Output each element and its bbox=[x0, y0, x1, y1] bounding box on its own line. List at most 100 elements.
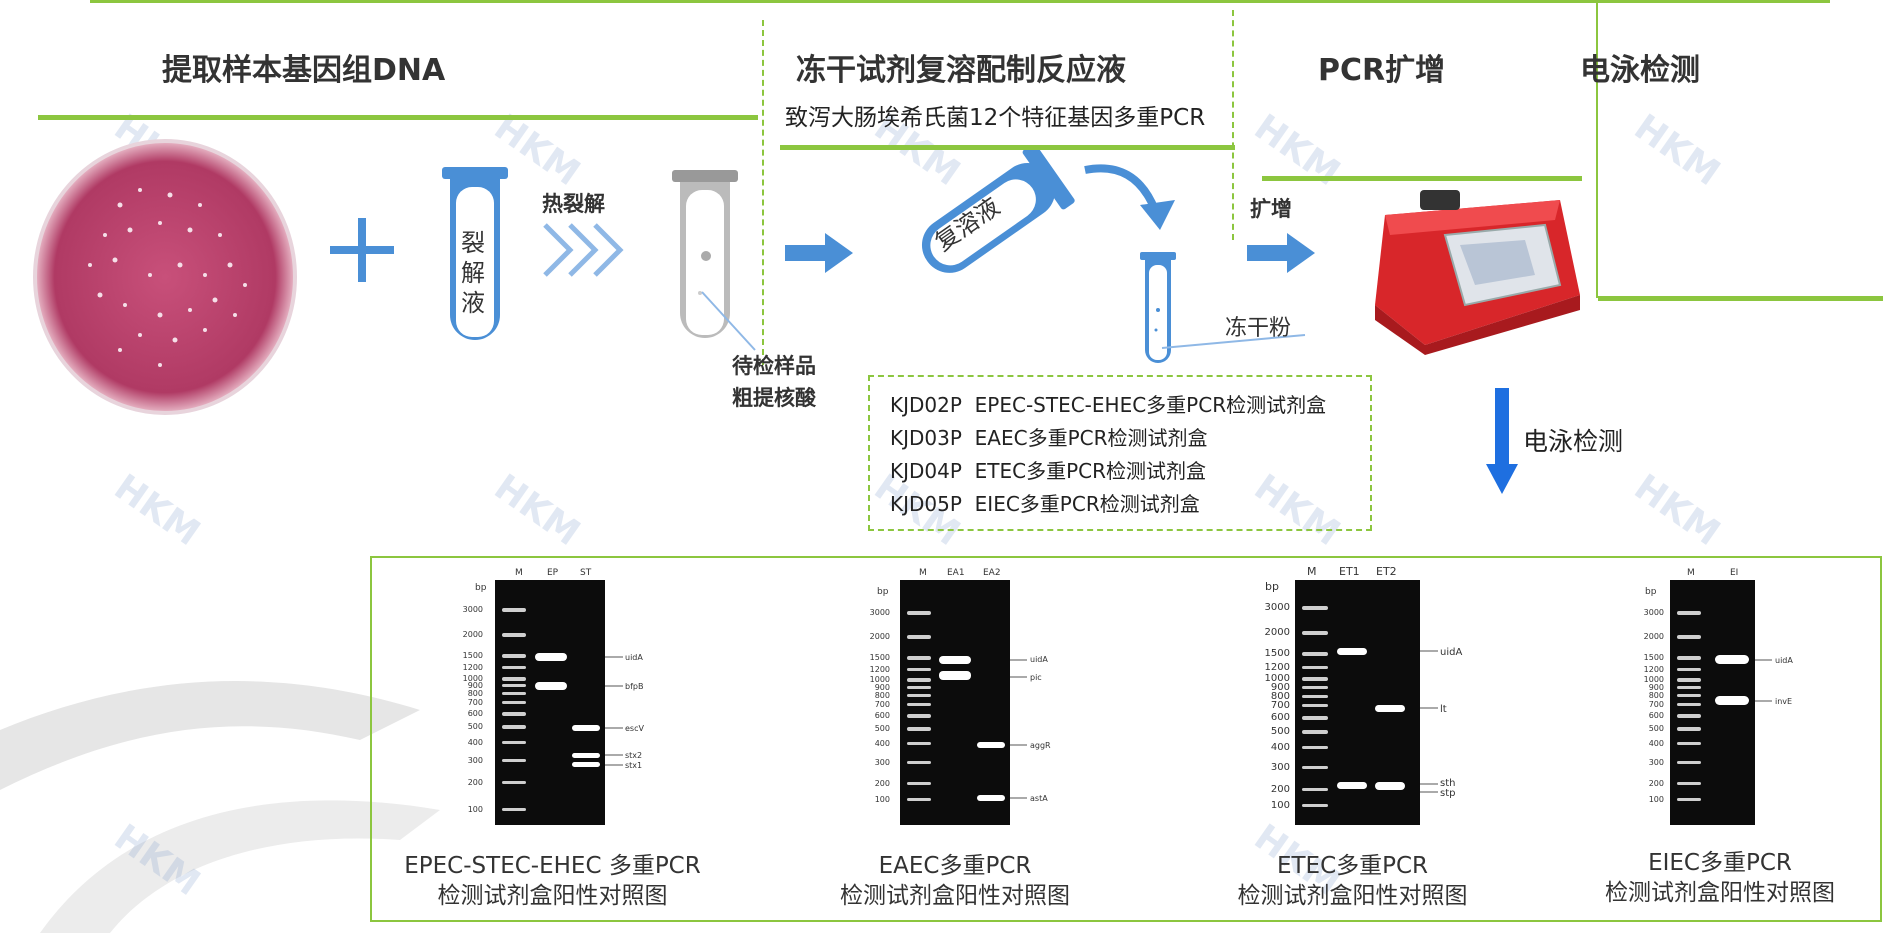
step2-subtitle: 致泻大肠埃希氏菌12个特征基因多重PCR bbox=[785, 105, 1206, 131]
sample-label-line1: 待检样品 bbox=[732, 354, 816, 378]
ladder-tick: 1000 bbox=[463, 674, 483, 683]
ladder-tick: 700 bbox=[875, 700, 890, 709]
arrow-right-icon bbox=[785, 233, 853, 273]
ladder-tick: 2000 bbox=[870, 632, 890, 641]
ladder-tick: 3000 bbox=[1265, 602, 1290, 613]
gene-label: uidA bbox=[1775, 656, 1793, 665]
pcr-machine-image bbox=[1375, 190, 1580, 355]
ladder-tick: 1200 bbox=[1265, 662, 1290, 673]
lane-label: ET1 bbox=[1339, 565, 1360, 578]
ladder-tick: 100 bbox=[1271, 800, 1290, 811]
petri-dish-image bbox=[33, 139, 297, 415]
gel-caption-line1: EIEC多重PCR bbox=[1648, 850, 1792, 876]
kit-row: KJD05P EIEC多重PCR检测试剂盒 bbox=[890, 488, 1200, 517]
top-rule bbox=[90, 0, 1830, 3]
kit-code: KJD02P bbox=[890, 393, 962, 417]
ladder-tick: 3000 bbox=[1644, 608, 1664, 617]
watermark: HKM bbox=[486, 466, 588, 555]
ladder-tick: 1500 bbox=[1265, 648, 1290, 659]
ladder-tick: 400 bbox=[468, 738, 483, 747]
gel-image: M ET1 ET2 bp 3000 2000 1500 1200 1000 90… bbox=[1265, 565, 1462, 825]
ladder-tick: 3000 bbox=[870, 608, 890, 617]
ladder-tick: 600 bbox=[468, 709, 483, 718]
lysis-tube-icon bbox=[442, 167, 508, 340]
ladder-tick: 600 bbox=[1649, 711, 1664, 720]
gel-image: M EP ST bp 3000 2000 1500 1200 1000 900 … bbox=[463, 568, 644, 825]
ladder-tick: 500 bbox=[468, 722, 483, 731]
ladder-tick: 3000 bbox=[463, 605, 483, 614]
lane-label: EP bbox=[547, 568, 559, 578]
ladder-tick: 1500 bbox=[870, 653, 890, 662]
gel-caption: EPEC-STEC-EHEC 多重PCR 检测试剂盒阳性对照图 bbox=[380, 851, 725, 911]
gene-label: uidA bbox=[1440, 647, 1462, 658]
ladder-tick: 700 bbox=[1271, 700, 1290, 711]
watermark: HKM bbox=[1246, 106, 1348, 195]
gel-image: M EI bp 3000 2000 1500 1200 1000 900 800… bbox=[1644, 568, 1793, 825]
gene-label: lt bbox=[1440, 704, 1447, 715]
gene-label: pic bbox=[1030, 673, 1042, 682]
ladder-tick: 100 bbox=[468, 805, 483, 814]
background-swoosh bbox=[0, 681, 440, 933]
ladder-tick: 200 bbox=[1649, 779, 1664, 788]
gene-label: invE bbox=[1775, 697, 1792, 706]
ladder-tick: 200 bbox=[1271, 784, 1290, 795]
pointer-line bbox=[701, 291, 756, 351]
step3-title: PCR扩增 bbox=[1318, 53, 1446, 88]
gel-results-box bbox=[370, 556, 1882, 922]
bp-label: bp bbox=[1645, 587, 1657, 597]
gene-label: stx1 bbox=[625, 761, 642, 770]
ladder-tick: 300 bbox=[1271, 762, 1290, 773]
gene-label: uidA bbox=[625, 653, 643, 662]
amplify-label: 扩增 bbox=[1250, 197, 1292, 221]
ladder-tick: 500 bbox=[1271, 726, 1290, 737]
ladder-tick: 1000 bbox=[870, 675, 890, 684]
lane-label: M bbox=[1307, 565, 1317, 578]
arrow-down-icon bbox=[1486, 464, 1518, 494]
gene-label: aggR bbox=[1030, 741, 1051, 750]
ladder-tick: 600 bbox=[1271, 712, 1290, 723]
pointer-line bbox=[1161, 334, 1306, 349]
ladder-tick: 100 bbox=[875, 795, 890, 804]
ladder-tick: 1500 bbox=[463, 651, 483, 660]
ladder-tick: 900 bbox=[875, 683, 890, 692]
ladder-tick: 800 bbox=[875, 691, 890, 700]
kit-name: EAEC多重PCR检测试剂盒 bbox=[974, 426, 1208, 450]
ladder-tick: 400 bbox=[1649, 739, 1664, 748]
ladder-tick: 200 bbox=[875, 779, 890, 788]
lane-label: ST bbox=[580, 568, 592, 578]
ladder-tick: 500 bbox=[875, 724, 890, 733]
lane-label: M bbox=[919, 568, 927, 578]
ladder-tick: 300 bbox=[468, 756, 483, 765]
kit-name: EIEC多重PCR检测试剂盒 bbox=[974, 492, 1200, 516]
ladder-labels: 3000 2000 1500 1200 1000 900 800 700 600… bbox=[463, 605, 483, 814]
lysis-tube-label: 裂解液 bbox=[461, 229, 485, 317]
kit-code: KJD04P bbox=[890, 459, 962, 483]
ladder-tick: 800 bbox=[1649, 691, 1664, 700]
bp-label: bp bbox=[877, 587, 889, 597]
gene-label: sth bbox=[1440, 778, 1455, 789]
watermark: HKM bbox=[106, 466, 208, 555]
ladder-tick: 700 bbox=[1649, 700, 1664, 709]
lane-label: M bbox=[515, 568, 523, 578]
chevrons-icon bbox=[543, 223, 624, 277]
bp-label: bp bbox=[475, 583, 487, 593]
ladder-tick: 400 bbox=[1271, 742, 1290, 753]
divider bbox=[1232, 10, 1234, 240]
kit-row: KJD02P EPEC-STEC-EHEC多重PCR检测试剂盒 bbox=[890, 389, 1326, 418]
bp-label: bp bbox=[1265, 580, 1279, 593]
ladder-tick: 2000 bbox=[1265, 627, 1290, 638]
curved-arrow-icon bbox=[1084, 164, 1175, 230]
ladder-tick: 100 bbox=[1649, 795, 1664, 804]
ladder-tick: 700 bbox=[468, 698, 483, 707]
lane-label: EA2 bbox=[983, 568, 1001, 578]
step1-underline bbox=[38, 115, 758, 120]
ladder-tick: 800 bbox=[1271, 691, 1290, 702]
kit-code: KJD03P bbox=[890, 426, 962, 450]
divider bbox=[1596, 0, 1598, 298]
step2-title: 冻干试剂复溶配制反应液 bbox=[796, 53, 1126, 88]
gel-image: M EA1 EA2 bp 3000 2000 1500 1200 1000 90… bbox=[870, 568, 1051, 825]
freeze-dried-tube-icon bbox=[1140, 252, 1176, 363]
step1-title: 提取样本基因组DNA bbox=[162, 53, 446, 88]
sample-label-line2: 粗提核酸 bbox=[732, 386, 816, 410]
ladder-tick: 600 bbox=[875, 711, 890, 720]
